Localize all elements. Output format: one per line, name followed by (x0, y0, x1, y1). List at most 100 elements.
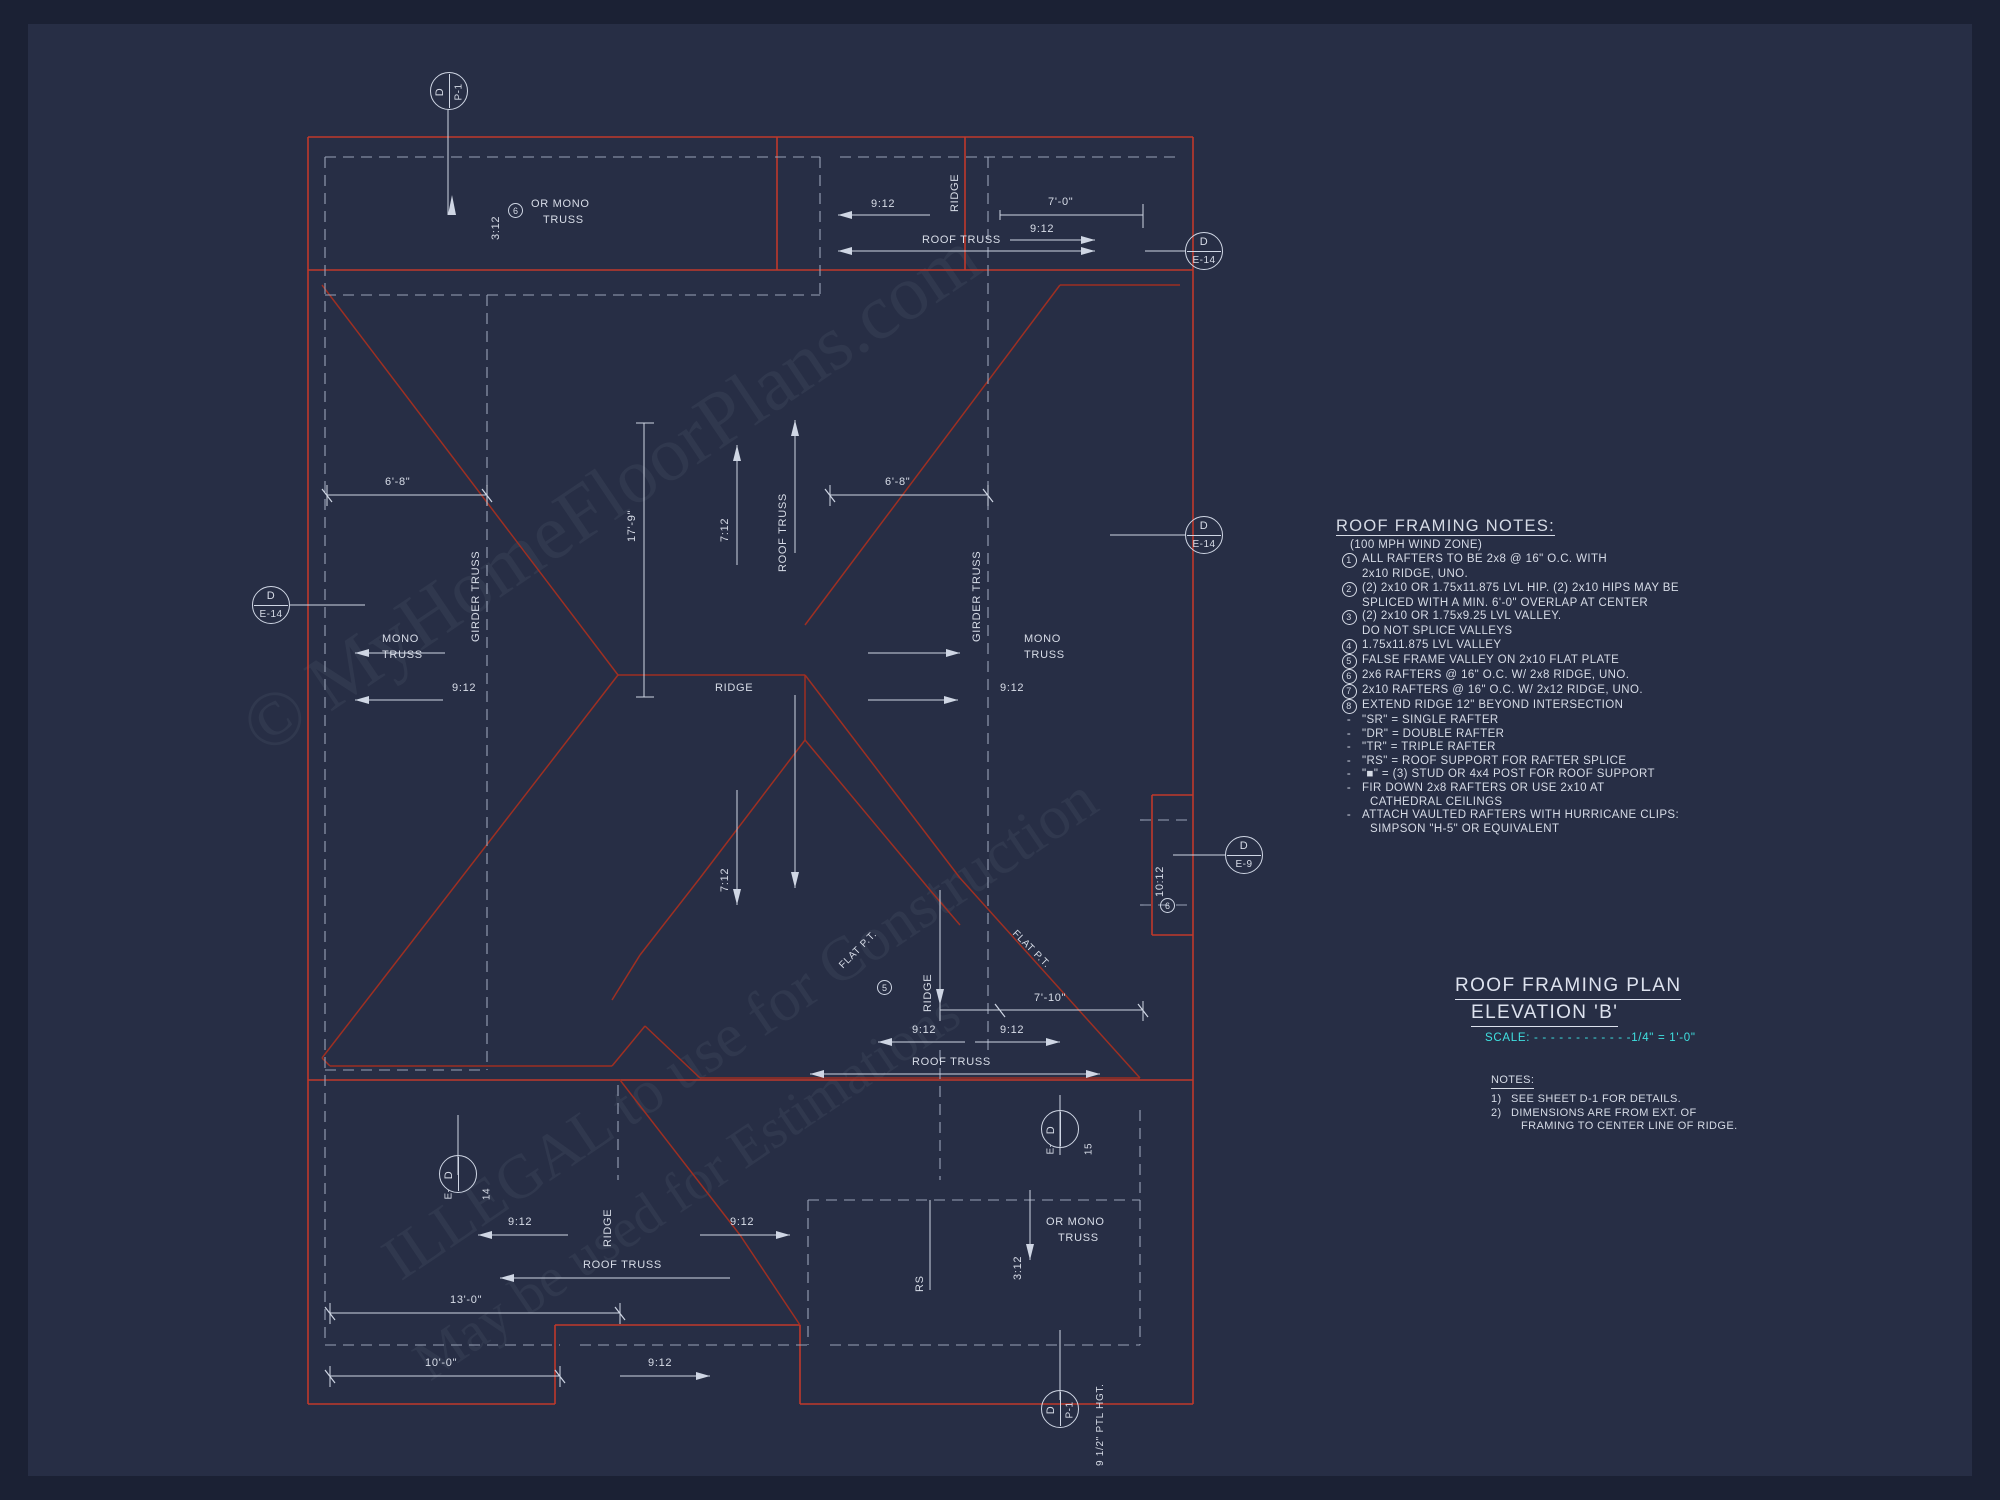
bubble-left-mid-bottom: E-14 (259, 609, 283, 620)
note-text: 2x10 RAFTERS @ 16" O.C. W/ 2x12 RIDGE, U… (1362, 683, 1643, 696)
top-mono-note-number: 6 (508, 203, 523, 218)
note-marker: 2 (1336, 581, 1362, 597)
note-row: 1 ALL RAFTERS TO BE 2x8 @ 16" O.C. WITH (1336, 553, 1806, 569)
note-legend-row: -"■" = (3) STUD OR 4x4 POST FOR ROOF SUP… (1336, 768, 1806, 782)
note-number-circle: 6 (1341, 668, 1357, 684)
title-block-note-row: 1) SEE SHEET D-1 FOR DETAILS. (1491, 1093, 1785, 1106)
note-marker: 5 (1336, 653, 1362, 669)
note-row: 8 EXTEND RIDGE 12" BEYOND INTERSECTION (1336, 698, 1806, 714)
bubble-top-left[interactable]: D P-1 (430, 72, 468, 110)
bubble-right-upper[interactable]: D E-14 (1185, 516, 1223, 554)
bubble-right-lower-bottom: E-9 (1235, 859, 1253, 870)
bubble-top-right-top: D (1199, 236, 1209, 248)
note-row: DO NOT SPLICE VALLEYS (1336, 625, 1806, 639)
title-block-note-text: SEE SHEET D-1 FOR DETAILS. (1511, 1093, 1682, 1106)
bubble-bottom-left[interactable]: D E-14 (439, 1155, 493, 1200)
bubble-right-upper-bottom: E-14 (1192, 539, 1216, 550)
bubble-top-right-bottom: E-14 (1192, 255, 1216, 266)
note-text: FALSE FRAME VALLEY ON 2x10 FLAT PLATE (1362, 653, 1620, 666)
title-block-notes-title: NOTES: (1491, 1074, 1535, 1090)
note-text: ALL RAFTERS TO BE 2x8 @ 16" O.C. WITH (1362, 553, 1608, 566)
note-text: EXTEND RIDGE 12" BEYOND INTERSECTION (1362, 698, 1624, 711)
title-block: ROOF FRAMING PLAN ELEVATION 'B' SCALE: -… (1455, 975, 1785, 1134)
bubble-top-right[interactable]: D E-14 (1185, 232, 1223, 270)
note-legend-marker: - (1346, 713, 1352, 726)
roof-framing-notes-title: ROOF FRAMING NOTES: (1336, 517, 1556, 536)
bubble-left-mid-top: D (266, 590, 276, 602)
note-legend-row: SIMPSON "H-5" OR EQUIVALENT (1336, 823, 1806, 837)
title-block-line-1: ROOF FRAMING PLAN (1455, 975, 1682, 1000)
bubble-bottom-center[interactable]: D P-1 (1041, 1390, 1079, 1428)
title-block-note-text: DIMENSIONS ARE FROM EXT. OF (1511, 1106, 1697, 1119)
title-block-notes: NOTES: 1) SEE SHEET D-1 FOR DETAILS. 2) DIM… (1491, 1074, 1785, 1134)
note-text: SPLICED WITH A MIN. 6'-0" OVERLAP AT CEN… (1362, 596, 1649, 609)
note-row: 4 1.75x11.875 LVL VALLEY (1336, 638, 1806, 654)
title-block-notes-list: 1) SEE SHEET D-1 FOR DETAILS. 2) DIMENSIONS… (1491, 1093, 1785, 1133)
note-text: (2) 2x10 OR 1.75x9.25 LVL VALLEY. (1362, 610, 1562, 623)
note-legend-text: CATHEDRAL CEILINGS (1370, 795, 1503, 808)
note-legend-row: -FIR DOWN 2x8 RAFTERS OR USE 2x10 AT (1336, 782, 1806, 796)
note-legend-marker: - (1346, 727, 1352, 740)
dimension-and-leader-lines (290, 110, 1225, 1400)
note-row: 3 (2) 2x10 OR 1.75x9.25 LVL VALLEY. (1336, 610, 1806, 626)
title-block-note-row: 2) DIMENSIONS ARE FROM EXT. OF (1491, 1107, 1785, 1120)
note-legend-marker: - (1346, 809, 1352, 822)
note-legend-marker: - (1346, 768, 1352, 781)
title-block-note-row: FRAMING TO CENTER LINE OF RIDGE. (1491, 1120, 1785, 1133)
arrow-heads (355, 195, 1100, 1380)
note-legend-row: -"DR" = DOUBLE RAFTER (1336, 728, 1806, 742)
note-legend-row: -"RS" = ROOF SUPPORT FOR RAFTER SPLICE (1336, 755, 1806, 769)
bubble-right-upper-top: D (1199, 520, 1209, 532)
title-block-note-marker: 2) (1491, 1106, 1502, 1119)
roof-hip-valley-lines (321, 284, 1180, 1326)
wall-lines-dashed (324, 156, 1190, 1346)
bubble-right-lower-top: D (1239, 840, 1249, 852)
bubble-bottom-center-bottom: P-1 (1064, 1401, 1076, 1419)
title-block-note-marker (1491, 1120, 1511, 1133)
dimension-ticks (321, 488, 1149, 1384)
roof-framing-notes-subtitle: (100 MPH WIND ZONE) (1350, 538, 1483, 551)
note-legend-text: "■" = (3) STUD OR 4x4 POST FOR ROOF SUPP… (1362, 768, 1655, 781)
note-legend-text: "DR" = DOUBLE RAFTER (1362, 727, 1505, 740)
note-marker: 3 (1336, 610, 1362, 626)
title-block-scale: SCALE: - - - - - - - - - - - -1/4" = 1'-… (1485, 1032, 1696, 1044)
title-block-line-2: ELEVATION 'B' (1471, 1002, 1619, 1027)
roof-framing-notes-numbered-list: 1 ALL RAFTERS TO BE 2x8 @ 16" O.C. WITH 2x… (1336, 553, 1806, 714)
note-marker: 7 (1336, 683, 1362, 699)
note-marker: 4 (1336, 638, 1362, 654)
note-legend-marker: - (1346, 781, 1352, 794)
note-text: 2x6 RAFTERS @ 16" O.C. W/ 2x8 RIDGE, UNO… (1362, 668, 1630, 681)
note-number-circle: 1 (1341, 553, 1357, 569)
title-block-note-text: FRAMING TO CENTER LINE OF RIDGE. (1521, 1120, 1738, 1133)
note-legend-text: FIR DOWN 2x8 RAFTERS OR USE 2x10 AT (1362, 781, 1605, 794)
note-row: 6 2x6 RAFTERS @ 16" O.C. W/ 2x8 RIDGE, UN… (1336, 668, 1806, 684)
bubble-right-lower[interactable]: D E-9 (1225, 836, 1263, 874)
bubble-left-mid[interactable]: D E-14 (252, 586, 290, 624)
right-box-note-number: 6 (1160, 898, 1175, 913)
note-number-circle: 4 (1341, 638, 1357, 654)
sheet-body (28, 24, 1972, 1476)
note-text: 1.75x11.875 LVL VALLEY (1362, 638, 1502, 651)
title-block-note-marker: 1) (1491, 1093, 1502, 1106)
note-marker: 6 (1336, 668, 1362, 684)
note-legend-marker: - (1346, 754, 1352, 767)
note-legend-row: -"TR" = TRIPLE RAFTER (1336, 741, 1806, 755)
note-number-circle: 8 (1341, 698, 1357, 714)
note-legend-text: SIMPSON "H-5" OR EQUIVALENT (1370, 822, 1560, 835)
note-text: (2) 2x10 OR 1.75x11.875 LVL HIP. (2) 2x1… (1362, 581, 1679, 594)
note-marker: 8 (1336, 698, 1362, 714)
note-number-circle: 3 (1341, 610, 1357, 626)
roof-framing-notes-legend-list: -"SR" = SINGLE RAFTER-"DR" = DOUBLE RAFT… (1336, 714, 1806, 836)
roof-framing-notes-block: ROOF FRAMING NOTES: (100 MPH WIND ZONE) … (1336, 517, 1806, 836)
note-row: 2x10 RIDGE, UNO. (1336, 568, 1806, 582)
note-legend-row: CATHEDRAL CEILINGS (1336, 796, 1806, 810)
bubble-top-left-bottom: P-1 (453, 83, 465, 101)
roof-outline-red (307, 136, 1194, 1405)
note-number-circle: 2 (1341, 581, 1357, 597)
bubble-bottom-right-side[interactable]: D E-15 (1041, 1110, 1095, 1155)
note-row: SPLICED WITH A MIN. 6'-0" OVERLAP AT CEN… (1336, 597, 1806, 611)
